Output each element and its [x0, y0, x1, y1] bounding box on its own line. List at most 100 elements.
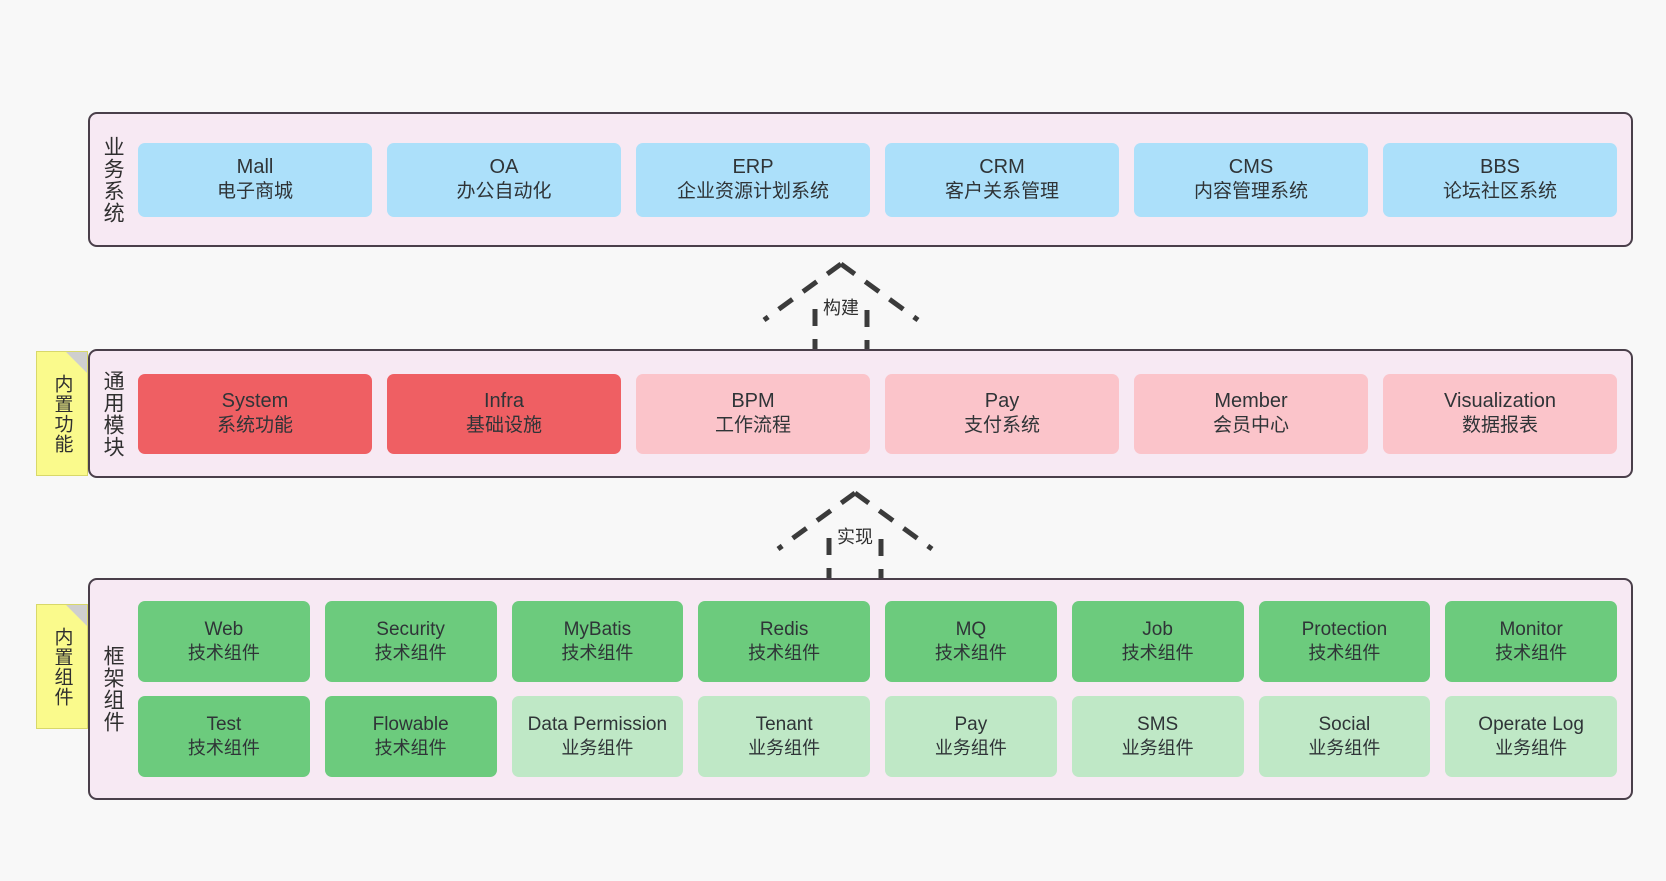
- card-bpm[interactable]: BPM 工作流程: [636, 373, 870, 454]
- card-erp[interactable]: ERP 企业资源计划系统: [636, 142, 870, 217]
- card-protection[interactable]: Protection 技术组件: [1258, 601, 1431, 682]
- card-monitor[interactable]: Monitor 技术组件: [1445, 601, 1617, 682]
- card-title-en: Tenant: [755, 714, 813, 736]
- card-title-en: Security: [376, 619, 445, 641]
- card-title-en: BPM: [731, 389, 775, 412]
- card-title-en: OA: [489, 155, 519, 178]
- card-title-cn: 内容管理系统: [1193, 181, 1308, 203]
- card-title-cn: 技术组件: [561, 643, 634, 664]
- card-web[interactable]: Web 技术组件: [138, 601, 310, 682]
- card-infra[interactable]: Infra 基础设施: [387, 373, 621, 454]
- card-title-cn: 技术组件: [934, 643, 1007, 664]
- card-security[interactable]: Security 技术组件: [324, 601, 497, 682]
- card-flowable[interactable]: Flowable 技术组件: [324, 696, 497, 777]
- card-title-cn: 业务组件: [561, 738, 634, 759]
- card-title-en: Redis: [759, 619, 809, 641]
- layer-body-common: System 系统功能 Infra 基础设施 BPM 工作流程 Pay 支付系统…: [134, 351, 1631, 476]
- card-title-en: Infra: [483, 389, 525, 412]
- card-title-cn: 技术组件: [1495, 643, 1568, 664]
- card-cms[interactable]: CMS 内容管理系统: [1134, 142, 1368, 217]
- card-title-cn: 客户关系管理: [944, 181, 1059, 203]
- card-title-en: CRM: [979, 155, 1025, 178]
- card-test[interactable]: Test 技术组件: [138, 696, 310, 777]
- layer-title-business: 业务系统: [101, 135, 125, 224]
- layer-body-framework: Web 技术组件 Security 技术组件 MyBatis 技术组件 Redi…: [134, 580, 1631, 798]
- card-title-en: Web: [204, 619, 244, 641]
- layer-common-module[interactable]: 通用模块 System 系统功能 Infra 基础设施 BPM 工作流程 Pay…: [88, 349, 1633, 478]
- card-title-en: BBS: [1479, 155, 1521, 178]
- card-title-cn: 工作流程: [714, 415, 791, 437]
- arrow-build-icon: [762, 261, 920, 355]
- card-title-cn: 办公自动化: [456, 181, 552, 203]
- card-pay[interactable]: Pay 支付系统: [885, 373, 1119, 454]
- card-title-cn: 企业资源计划系统: [676, 181, 829, 203]
- card-row: Test 技术组件 Flowable 技术组件 Data Permission …: [138, 696, 1617, 777]
- card-title-en: Member: [1214, 389, 1288, 412]
- card-title-cn: 技术组件: [187, 738, 260, 759]
- card-title-en: Data Permission: [527, 714, 668, 736]
- card-mybatis[interactable]: MyBatis 技术组件: [511, 601, 684, 682]
- card-title-en: MyBatis: [563, 619, 632, 641]
- card-title-en: Visualization: [1444, 389, 1556, 412]
- card-title-cn: 业务组件: [934, 738, 1007, 759]
- card-title-en: Mall: [236, 155, 274, 178]
- card-row: Web 技术组件 Security 技术组件 MyBatis 技术组件 Redi…: [138, 601, 1617, 682]
- card-data-permission[interactable]: Data Permission 业务组件: [511, 696, 684, 777]
- card-title-cn: 系统功能: [216, 415, 293, 437]
- card-row: Mall 电子商城 OA 办公自动化 ERP 企业资源计划系统 CRM 客户关系…: [138, 142, 1617, 217]
- card-title-en: SMS: [1137, 714, 1179, 736]
- card-title-cn: 会员中心: [1212, 415, 1289, 437]
- card-title-cn: 论坛社区系统: [1442, 181, 1557, 203]
- card-title-cn: 技术组件: [374, 738, 447, 759]
- card-title-cn: 支付系统: [963, 415, 1040, 437]
- card-mall[interactable]: Mall 电子商城: [138, 142, 372, 217]
- card-title-cn: 电子商城: [216, 181, 293, 203]
- card-title-cn: 技术组件: [1121, 643, 1194, 664]
- card-title-cn: 数据报表: [1461, 415, 1538, 437]
- card-title-cn: 技术组件: [748, 643, 821, 664]
- card-title-en: CMS: [1228, 155, 1274, 178]
- card-tenant[interactable]: Tenant 业务组件: [698, 696, 870, 777]
- card-mq[interactable]: MQ 技术组件: [885, 601, 1057, 682]
- card-system[interactable]: System 系统功能: [138, 373, 372, 454]
- card-visualization[interactable]: Visualization 数据报表: [1383, 373, 1617, 454]
- card-operate-log[interactable]: Operate Log 业务组件: [1445, 696, 1617, 777]
- card-row: System 系统功能 Infra 基础设施 BPM 工作流程 Pay 支付系统…: [138, 373, 1617, 454]
- card-title-cn: 业务组件: [748, 738, 821, 759]
- card-bbs[interactable]: BBS 论坛社区系统: [1383, 142, 1617, 217]
- card-title-en: Social: [1318, 714, 1371, 736]
- card-title-en: Pay: [984, 389, 1020, 412]
- card-crm[interactable]: CRM 客户关系管理: [885, 142, 1119, 217]
- layer-title-common: 通用模块: [101, 369, 125, 458]
- card-title-cn: 技术组件: [374, 643, 447, 664]
- arrow-implement[interactable]: 实现: [770, 487, 940, 587]
- arrow-implement-icon: [776, 490, 934, 584]
- layer-body-business: Mall 电子商城 OA 办公自动化 ERP 企业资源计划系统 CRM 客户关系…: [134, 114, 1631, 245]
- note-builtin-component[interactable]: 内置组件: [36, 604, 88, 729]
- layer-business-system[interactable]: 业务系统 Mall 电子商城 OA 办公自动化 ERP 企业资源计划系统 CRM…: [88, 112, 1633, 247]
- card-redis[interactable]: Redis 技术组件: [698, 601, 870, 682]
- card-title-en: Monitor: [1499, 619, 1563, 641]
- arrow-build[interactable]: 构建: [756, 258, 926, 358]
- card-title-en: Operate Log: [1478, 714, 1584, 736]
- card-title-cn: 基础设施: [465, 415, 542, 437]
- card-sms[interactable]: SMS 业务组件: [1071, 696, 1244, 777]
- card-title-en: ERP: [732, 155, 774, 178]
- card-title-en: Flowable: [372, 714, 449, 736]
- layer-framework-component[interactable]: 框架组件 Web 技术组件 Security 技术组件 MyBatis 技术组件…: [88, 578, 1633, 800]
- card-title-cn: 业务组件: [1495, 738, 1568, 759]
- card-title-cn: 技术组件: [1308, 643, 1381, 664]
- card-title-cn: 业务组件: [1121, 738, 1194, 759]
- card-pay-component[interactable]: Pay 业务组件: [885, 696, 1057, 777]
- card-job[interactable]: Job 技术组件: [1071, 601, 1244, 682]
- card-title-en: MQ: [955, 619, 987, 641]
- card-title-en: Pay: [954, 714, 988, 736]
- layer-title-framework: 框架组件: [101, 645, 125, 733]
- card-member[interactable]: Member 会员中心: [1134, 373, 1368, 454]
- card-title-en: Test: [206, 714, 242, 736]
- card-social[interactable]: Social 业务组件: [1258, 696, 1431, 777]
- card-title-en: Job: [1142, 619, 1173, 641]
- card-oa[interactable]: OA 办公自动化: [387, 142, 621, 217]
- note-builtin-function[interactable]: 内置功能: [36, 351, 88, 476]
